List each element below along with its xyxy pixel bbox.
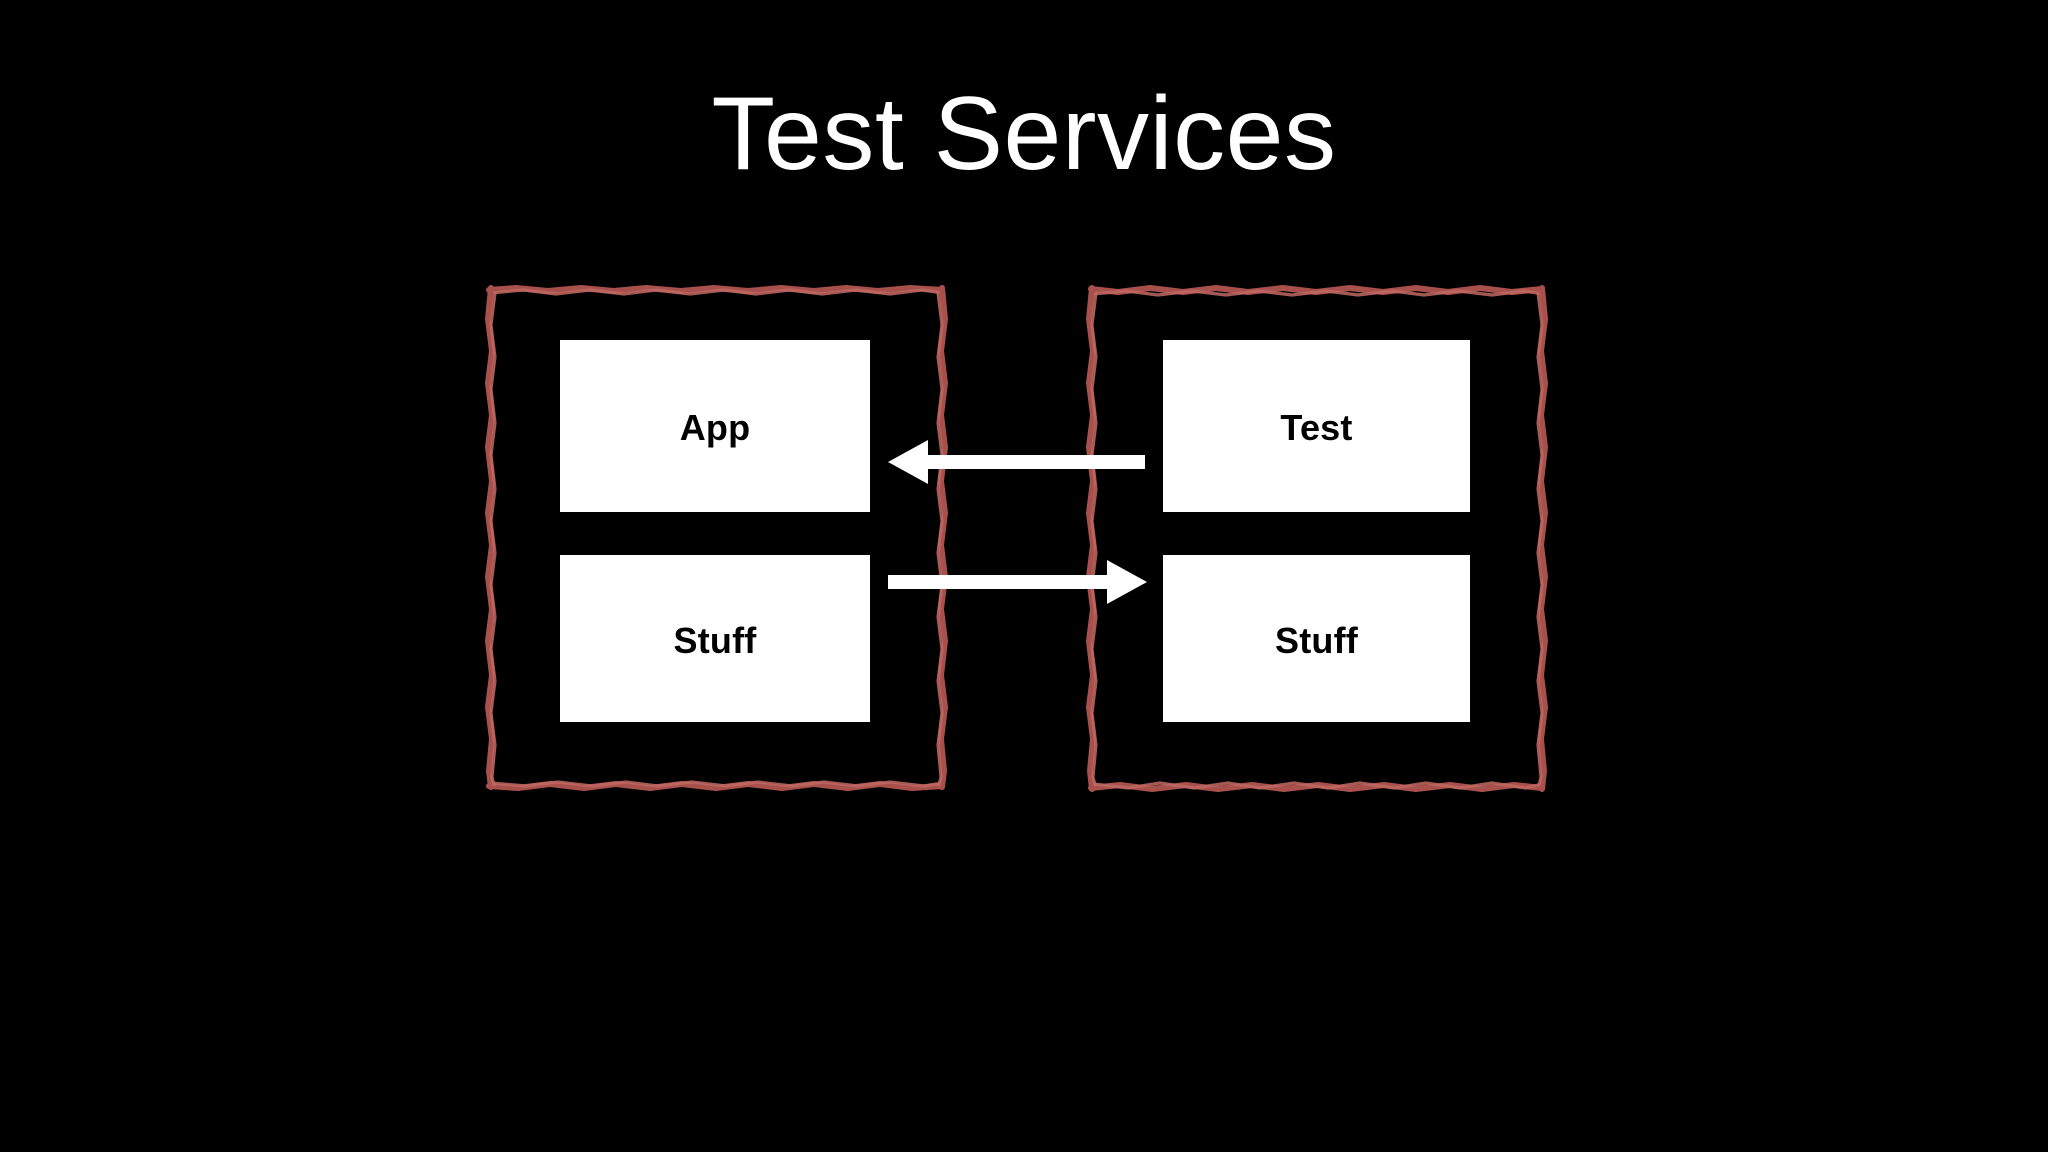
service-box-test[interactable]: Test (1163, 340, 1470, 512)
service-box-label: Test (1280, 407, 1353, 448)
service-box-app-stuff[interactable]: Stuff (560, 555, 870, 722)
service-box-app[interactable]: App (560, 340, 870, 512)
service-box-label: Stuff (673, 619, 757, 661)
service-box-label: Stuff (1275, 619, 1358, 661)
service-box-label: App (679, 407, 751, 448)
service-box-test-stuff[interactable]: Stuff (1163, 555, 1470, 722)
page-title: Test Services (711, 76, 1337, 192)
